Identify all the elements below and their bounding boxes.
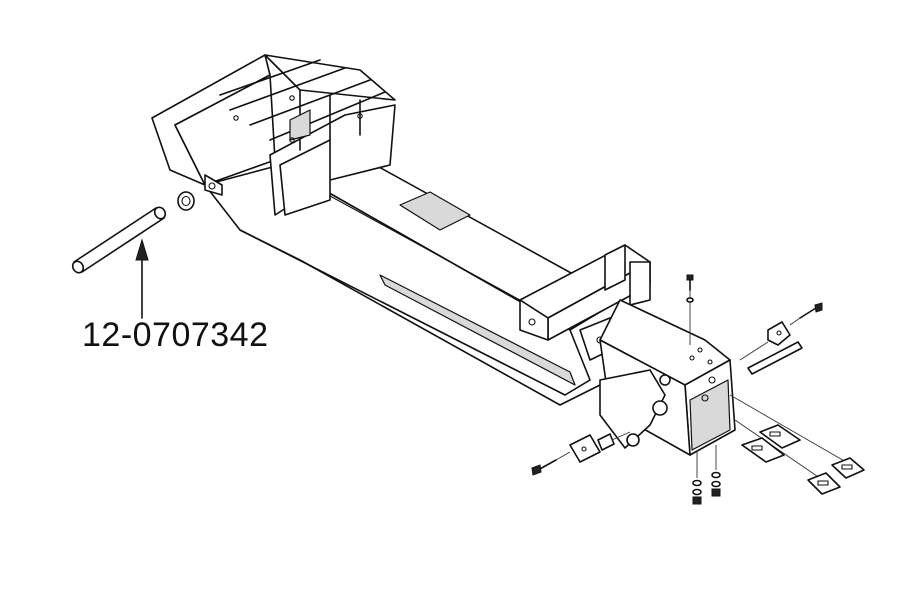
hardware-left [531, 431, 631, 476]
pin-12-0707342 [71, 206, 167, 274]
main-beam [204, 139, 621, 406]
bushing [177, 191, 195, 211]
front-box [599, 299, 736, 456]
part-number-label: 12-0707342 [82, 316, 269, 354]
rear-cradle [151, 54, 396, 216]
cross-bracket [519, 244, 651, 361]
hardware-right [686, 274, 865, 505]
callout-arrow [135, 238, 149, 319]
